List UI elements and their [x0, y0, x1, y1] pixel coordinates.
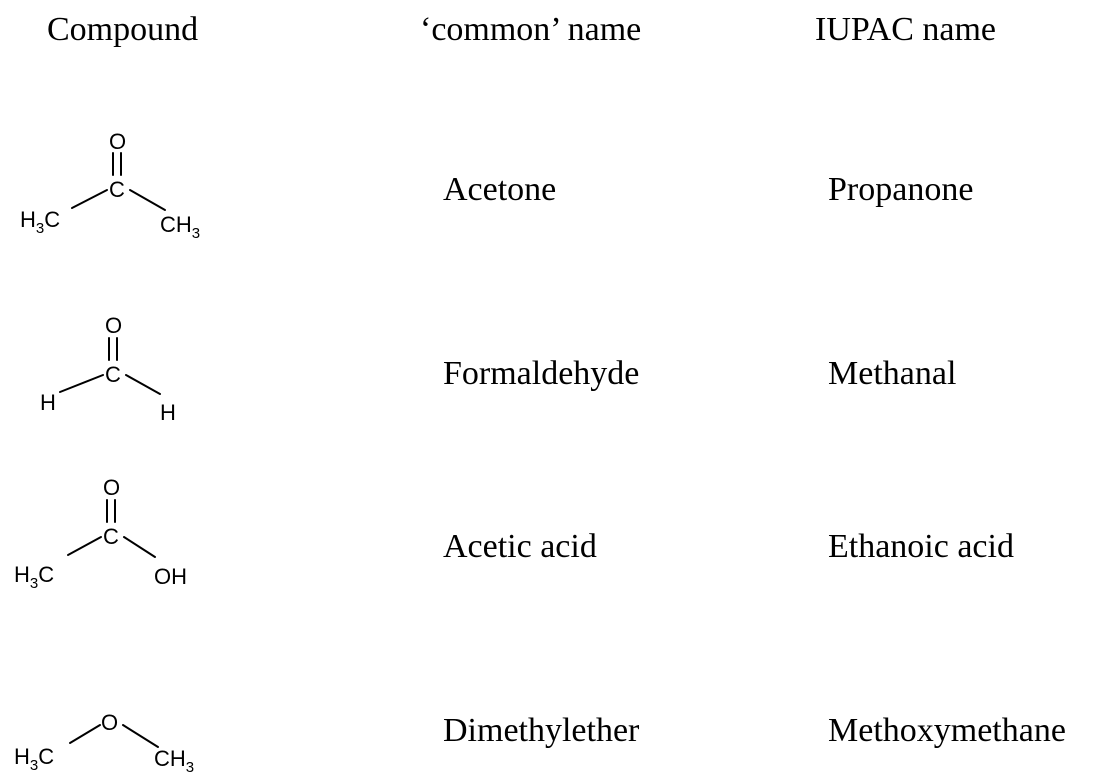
bond-right — [123, 536, 156, 558]
methyl-right: CH3 — [154, 746, 194, 772]
hydrogen-left: H — [40, 390, 56, 415]
methyl-left: H3C — [14, 562, 54, 592]
structure-acetone: O C H3C CH3 — [20, 129, 200, 242]
common-name-acetone: Acetone — [443, 171, 556, 208]
structure-acetic-acid: O C H3C OH — [14, 475, 187, 592]
bond-left — [59, 374, 104, 393]
bond-left — [71, 189, 108, 209]
hydrogen-right: H — [160, 400, 176, 425]
header-iupac-name: IUPAC name — [815, 11, 996, 48]
bond-right — [129, 189, 166, 211]
atom-oxygen: O — [109, 129, 126, 154]
atom-carbon: C — [103, 524, 119, 549]
atom-oxygen: O — [105, 313, 122, 338]
bond-right — [125, 374, 161, 395]
atom-oxygen: O — [101, 710, 118, 735]
methyl-right: CH3 — [160, 212, 200, 242]
structure-formaldehyde: O C H H — [40, 313, 176, 425]
methyl-left: H3C — [14, 744, 54, 772]
atom-carbon: C — [109, 177, 125, 202]
common-name-dimethylether: Dimethylether — [443, 712, 640, 749]
iupac-name-dimethylether: Methoxymethane — [828, 712, 1066, 749]
hydroxyl-group: OH — [154, 564, 187, 589]
atom-oxygen: O — [103, 475, 120, 500]
common-name-formaldehyde: Formaldehyde — [443, 355, 639, 392]
header-compound: Compound — [47, 11, 198, 48]
iupac-name-formaldehyde: Methanal — [828, 355, 956, 392]
structure-dimethylether: O H3C CH3 — [14, 710, 194, 772]
common-name-acetic-acid: Acetic acid — [443, 528, 597, 565]
header-common-name: ‘common’ name — [420, 11, 641, 48]
bond-left — [69, 724, 101, 744]
iupac-name-acetone: Propanone — [828, 171, 973, 208]
methyl-left: H3C — [20, 207, 60, 237]
iupac-name-acetic-acid: Ethanoic acid — [828, 528, 1014, 565]
bond-left — [67, 536, 102, 556]
bond-right — [122, 724, 159, 748]
atom-carbon: C — [105, 362, 121, 387]
